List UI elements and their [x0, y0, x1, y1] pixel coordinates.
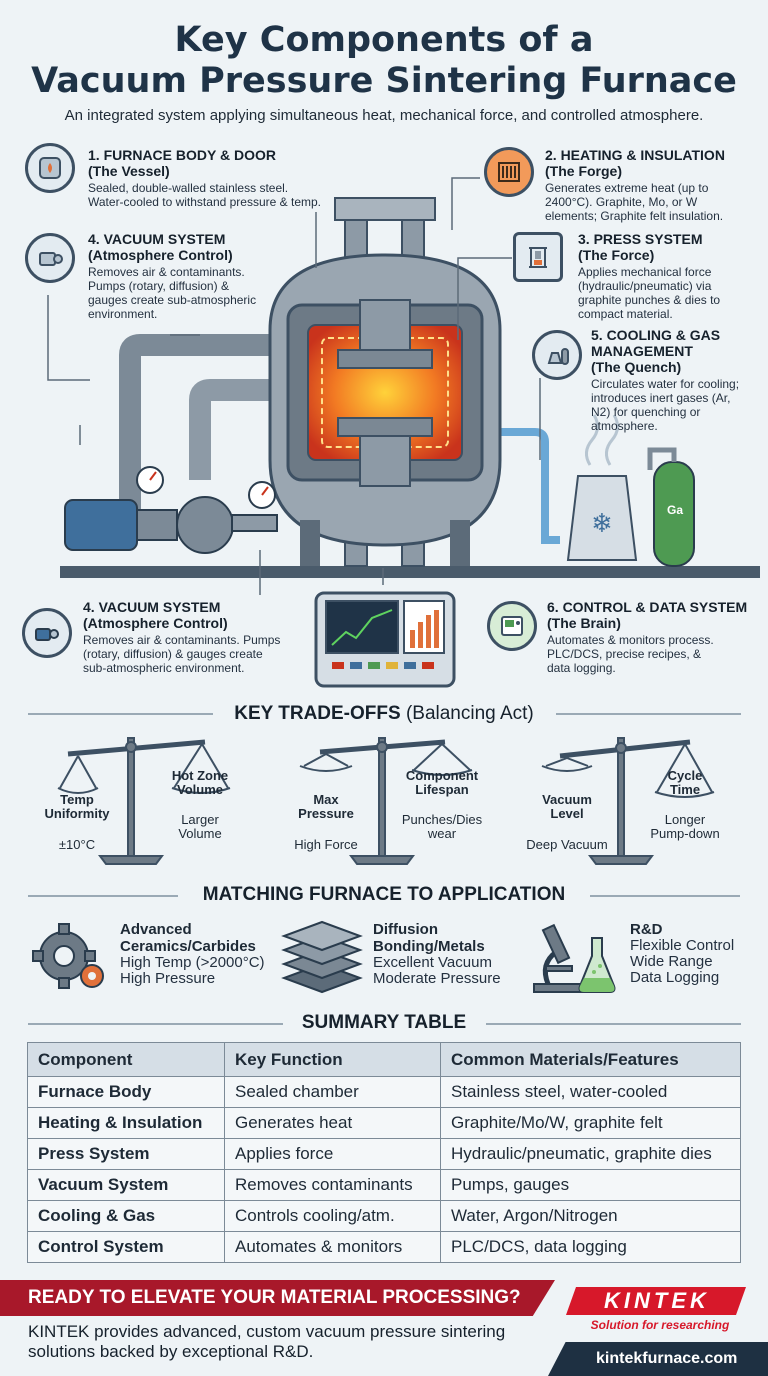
press-icon: [513, 232, 563, 282]
table-header-row: Component Key Function Common Materials/…: [27, 1042, 741, 1077]
website-link[interactable]: kintekfurnace.com: [548, 1342, 768, 1376]
lower-punch: [359, 435, 411, 487]
divider-summary-right: [486, 1023, 741, 1025]
callout-press: 3. PRESS SYSTEM (The Force) Applies mech…: [578, 231, 721, 321]
tradeoffs-title: KEY TRADE-OFFS (Balancing Act): [234, 703, 534, 724]
divider-applications-left: [28, 895, 178, 897]
diffusion-pump: [176, 496, 234, 554]
divider-applications-right: [590, 895, 740, 897]
summary-table: Component Key Function Common Materials/…: [27, 1042, 741, 1263]
cta-banner[interactable]: READY TO ELEVATE YOUR MATERIAL PROCESSIN…: [0, 1280, 555, 1316]
control-screen: [325, 600, 399, 654]
column-header: Component: [27, 1042, 225, 1077]
column-header: Key Function: [224, 1042, 441, 1077]
logo-text: KINTEK: [604, 1288, 710, 1313]
stacked-plates-icon: [281, 920, 363, 994]
furnace-leg-left: [300, 520, 320, 566]
cooling-unit: [566, 475, 638, 561]
callout-cooling: 5. COOLING & GAS MANAGEMENT (The Quench)…: [591, 327, 740, 433]
callout-control: 6. CONTROL & DATA SYSTEM (The Brain) Aut…: [547, 599, 748, 675]
kintek-logo[interactable]: KINTEK Solution for researching: [566, 1285, 748, 1333]
tradeoff-scales: [57, 737, 715, 865]
heating-elements: [321, 337, 449, 448]
upper-punch: [359, 299, 411, 351]
pump-coupling: [136, 509, 178, 541]
footer-description: KINTEK provides advanced, custom vacuum …: [28, 1322, 506, 1361]
scale-2: [299, 737, 473, 865]
callout-vacuum-bottom: 4. VACUUM SYSTEM (Atmosphere Control) Re…: [83, 599, 281, 675]
callout-furnace-body: 1. FURNACE BODY & DOOR (The Vessel) Seal…: [88, 147, 321, 209]
callout-vacuum-top: 4. VACUUM SYSTEM (Atmosphere Control) Re…: [88, 231, 257, 321]
logo-tagline: Solution for researching: [590, 1318, 730, 1332]
applications-title: MATCHING FURNACE TO APPLICATION: [202, 884, 566, 905]
callout-heating: 2. HEATING & INSULATION (The Forge) Gene…: [545, 147, 725, 223]
gear-icon: [32, 923, 104, 989]
cooling-water-pipe: [480, 428, 560, 544]
microscope-icon: [533, 923, 616, 993]
logo-shape: [566, 1287, 746, 1315]
furnace-leg-right: [450, 520, 470, 566]
divider-tradeoffs-right: [556, 713, 741, 715]
control-system-icon: [487, 601, 537, 651]
vacuum-pipe-middle: [189, 379, 290, 480]
divider-tradeoffs-left: [28, 713, 213, 715]
upper-die: [337, 349, 433, 369]
heating-icon: [484, 147, 534, 197]
svg-text:❄: ❄: [591, 509, 613, 539]
page-title: Key Components of a Vacuum Pressure Sint…: [31, 20, 737, 101]
page-subtitle: An integrated system applying simultaneo…: [64, 107, 704, 124]
gas-cylinder-label: Ga: [667, 503, 684, 517]
cooling-gas-icon: [532, 330, 582, 380]
summary-title: SUMMARY TABLE: [301, 1012, 467, 1033]
tradeoff-3-left-value: Deep Vacuum: [526, 837, 608, 852]
tradeoff-1-left-value: ±10°C: [58, 837, 96, 852]
pump-outlet-pipe: [231, 514, 278, 532]
vacuum-pump-motor: [64, 499, 138, 551]
vacuum-pump-icon: [25, 233, 75, 283]
tradeoff-2-left-value: High Force: [294, 837, 358, 852]
lower-die: [337, 417, 433, 437]
vacuum-pipe-left: [119, 334, 280, 540]
press-crosshead: [334, 197, 436, 221]
scale-3: [541, 737, 715, 865]
floor-rail: [60, 566, 760, 578]
divider-summary-left: [28, 1023, 283, 1025]
vacuum-system-icon: [22, 608, 72, 658]
scale-1: [57, 737, 231, 865]
furnace-body-icon: [25, 143, 75, 193]
column-header: Common Materials/Features: [440, 1042, 741, 1077]
furnace-diagram: ❄: [47, 177, 760, 688]
